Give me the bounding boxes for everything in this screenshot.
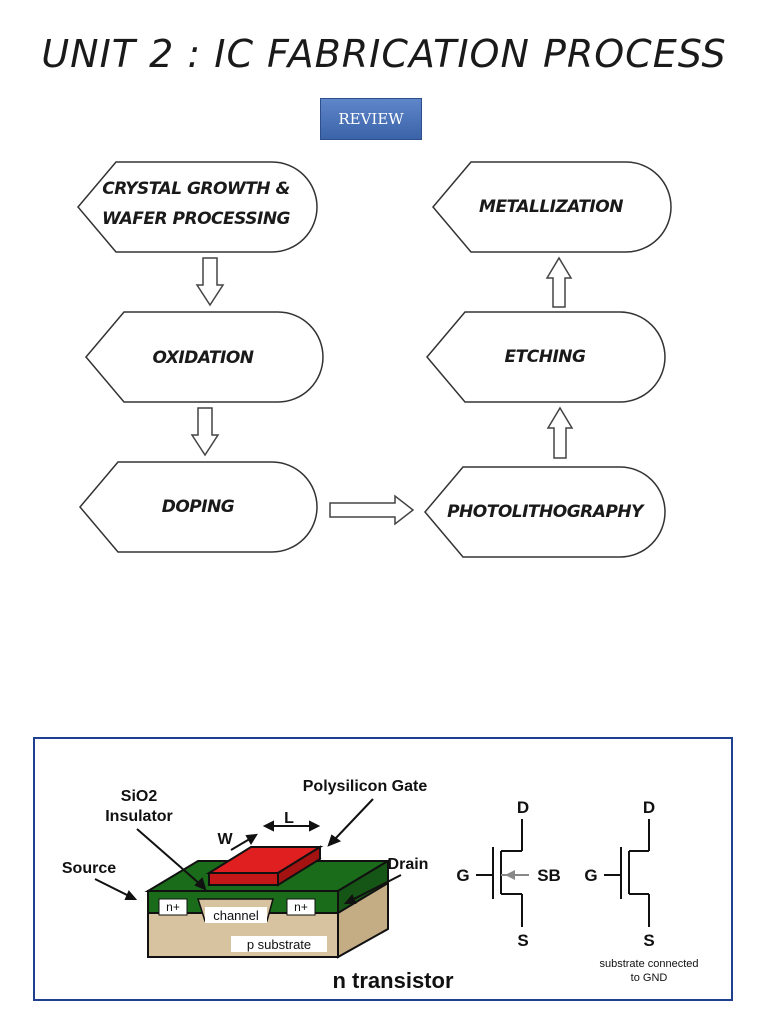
- crystal-growth-label-2: WAFER PROCESSING: [102, 209, 291, 229]
- gate-front: [208, 872, 279, 886]
- insulator-label: Insulator: [105, 808, 173, 825]
- mosfet-symbol-2: [604, 819, 650, 927]
- doping-shape: [79, 461, 318, 553]
- substrate-note-line2: to GND: [631, 972, 668, 984]
- n-transistor-figure: n+ n+ channel p substrate Polysilicon Ga…: [33, 737, 733, 1001]
- channel-label: channel: [213, 908, 259, 923]
- down-arrow-icon: [190, 407, 220, 457]
- crystal-growth-shape: [77, 161, 318, 253]
- down-arrow-icon: [195, 257, 225, 307]
- oxidation-label: OXIDATION: [152, 348, 253, 368]
- review-button[interactable]: REVIEW: [320, 98, 422, 140]
- sio2-label: SiO2: [121, 788, 158, 805]
- sym2-drain-label: D: [643, 798, 655, 817]
- polysilicon-gate-label: Polysilicon Gate: [303, 778, 428, 795]
- n-plus-right-label: n+: [294, 900, 308, 914]
- substrate-label-bg: [231, 936, 327, 952]
- photolithography-shape: [424, 466, 666, 558]
- right-arrow-icon: [329, 494, 415, 526]
- mosfet-symbol-1: [476, 819, 529, 927]
- metallization-label: METALLIZATION: [479, 197, 623, 217]
- transistor-diagram: n+ n+ channel p substrate Polysilicon Ga…: [62, 778, 699, 993]
- sym2-source-label: S: [643, 931, 654, 950]
- sym1-source-label: S: [517, 931, 528, 950]
- sym2-gate-label: G: [584, 866, 597, 885]
- oxidation-shape: [85, 311, 324, 403]
- crystal-growth-label-1: CRYSTAL GROWTH &: [102, 179, 290, 199]
- sym1-sb-label: SB: [537, 866, 561, 885]
- channel-label-bg: [205, 907, 267, 923]
- source-label: Source: [62, 860, 116, 877]
- sym1-drain-label: D: [517, 798, 529, 817]
- sym1-gate-label: G: [456, 866, 469, 885]
- callout-arrows: [94, 798, 402, 904]
- gate-side: [277, 845, 321, 887]
- p-substrate-label: p substrate: [247, 937, 311, 952]
- n-plus-box: [158, 898, 188, 916]
- width-label: W: [217, 831, 233, 848]
- process-flowchart: CRYSTAL GROWTH & WAFER PROCESSING OXIDAT…: [77, 161, 672, 558]
- etching-label: ETCHING: [505, 347, 586, 367]
- photolithography-label: PHOTOLITHOGRAPHY: [447, 502, 645, 522]
- etching-shape: [426, 311, 666, 403]
- n-plus-left-label: n+: [166, 900, 180, 914]
- substrate-arrow-icon: [505, 870, 515, 880]
- doping-label: DOPING: [162, 497, 235, 517]
- n-plus-box: [286, 898, 316, 916]
- n-transistor-caption: n transistor: [332, 968, 453, 993]
- up-arrow-icon: [545, 256, 573, 308]
- up-arrow-icon: [546, 406, 574, 459]
- drain-label: Drain: [388, 856, 429, 873]
- metallization-shape: [432, 161, 672, 253]
- substrate-note-line1: substrate connected: [599, 958, 698, 970]
- page-title: UNIT 2 : IC FABRICATION PROCESS: [41, 32, 727, 76]
- length-label: L: [284, 810, 294, 827]
